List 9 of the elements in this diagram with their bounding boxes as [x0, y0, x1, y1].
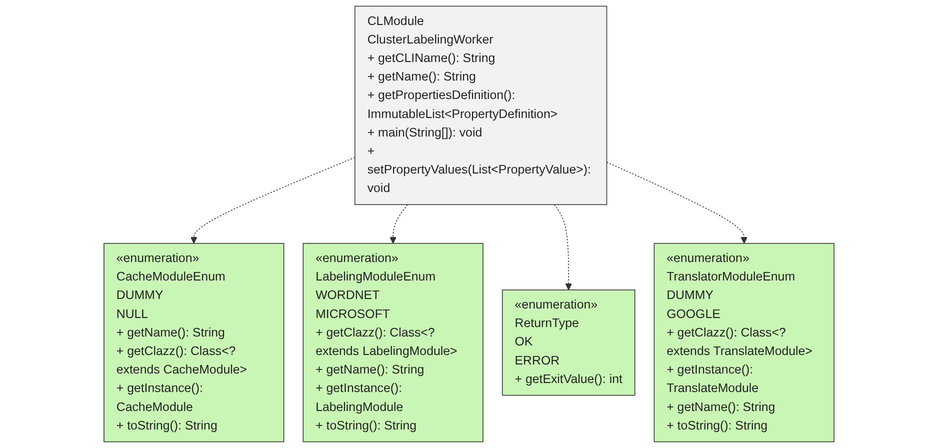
arrow	[390, 204, 408, 244]
node-box: «enumeration» LabelingModuleEnum WORDNET MICROSOFT + getClazz(): Class<? extends LabelingModule> + getName(): String + getInstance(): LabelingModule + toString(): String	[302, 242, 484, 442]
arrow	[606, 162, 748, 244]
node-box: «enumeration» ReturnType OK ERROR + getExitValue(): int	[502, 290, 636, 396]
node-box: CLModule ClusterLabelingWorker + getCLIName(): String + getName(): String + getPropertiesDefinition(): ImmutableList<PropertyDefinition> + main(String[]): void + setPropertyValues(List<PropertyValue>): void	[354, 6, 608, 206]
arrow	[190, 157, 356, 244]
node-box: «enumeration» CacheModuleEnum DUMMY NULL + getName(): String + getClazz(): Class<? extends CacheModule> + getInstance(): CacheModule + toString(): String	[104, 242, 284, 442]
arrow	[554, 204, 572, 290]
node-box: «enumeration» TranslatorModuleEnum DUMMY GOOGLE + getClazz(): Class<? extends TranslateModule> + getInstance(): TranslateModule + getName(): String + toString(): String	[654, 242, 834, 442]
